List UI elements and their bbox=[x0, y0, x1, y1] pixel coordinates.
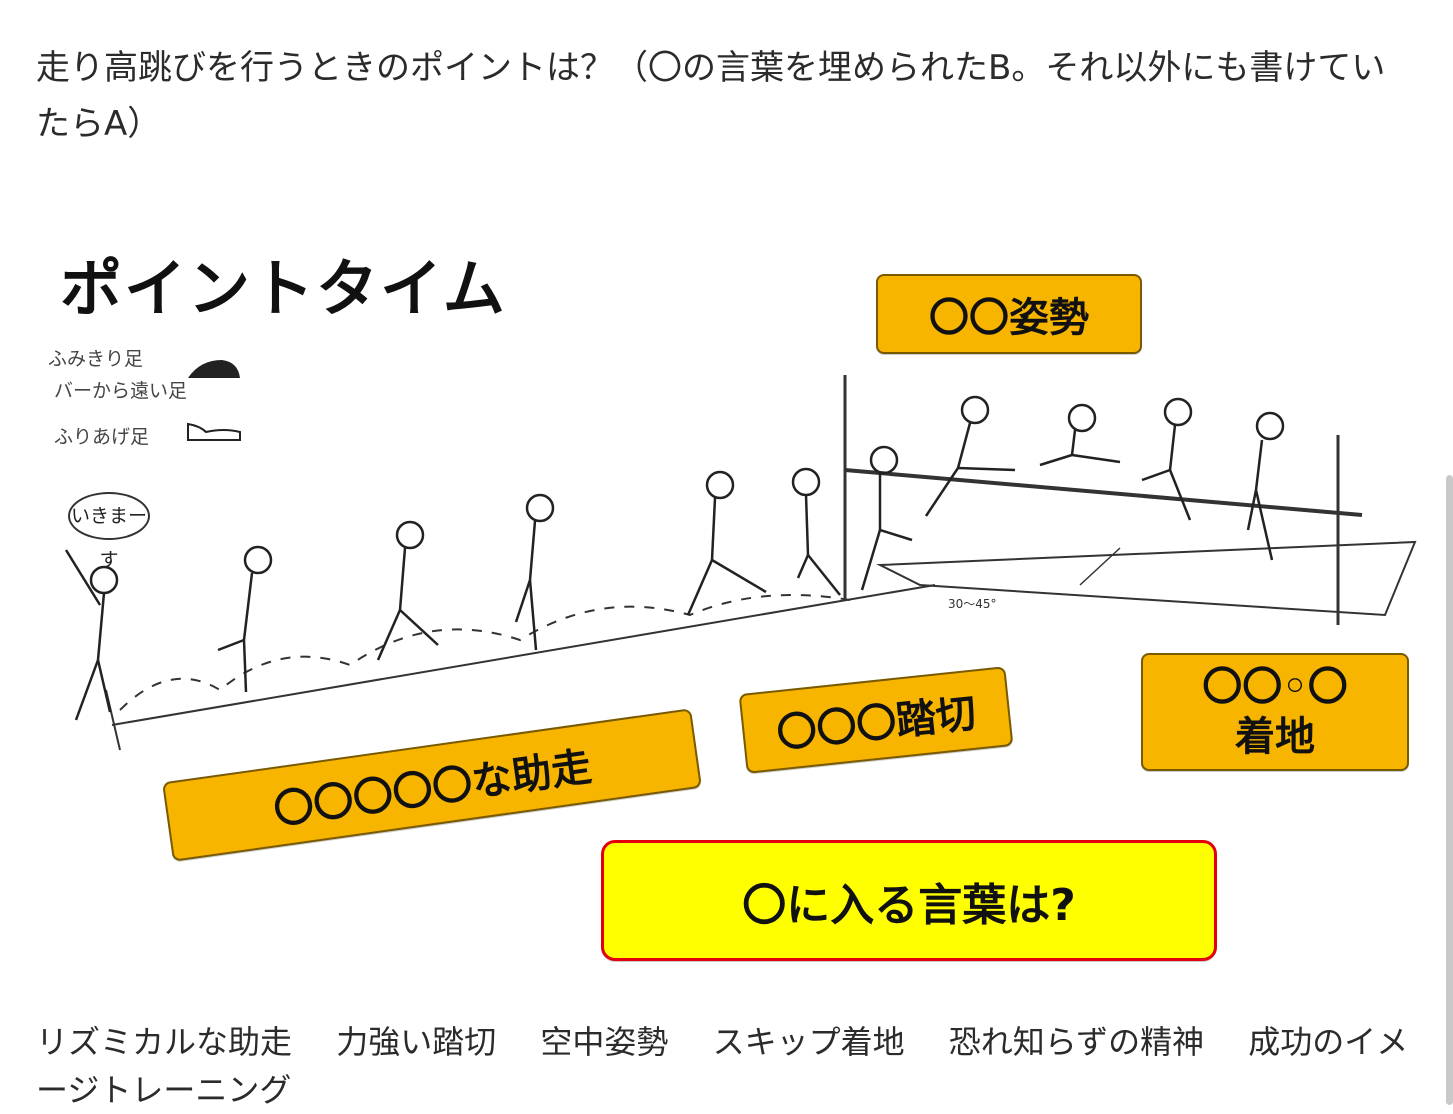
answer-item: リズミカルな助走 bbox=[36, 1023, 293, 1061]
landing-mat bbox=[876, 540, 1417, 617]
answer-item: 力強い踏切 bbox=[336, 1023, 497, 1061]
angle-note: 30～45° bbox=[948, 597, 997, 611]
run-path bbox=[119, 594, 851, 711]
answer-item: 空中姿勢 bbox=[540, 1023, 669, 1061]
air-posture-box: 〇〇姿勢 bbox=[876, 274, 1142, 354]
runner-figures bbox=[64, 395, 1285, 721]
prompt-box: 〇に入る言葉は? bbox=[601, 840, 1217, 961]
answer-list: リズミカルな助走 力強い踏切 空中姿勢 スキップ着地 恐れ知らずの精神 成功のイ… bbox=[36, 1018, 1426, 1114]
high-jump-bar bbox=[844, 468, 1363, 517]
answer-item: スキップ着地 bbox=[712, 1023, 905, 1061]
legend-takeoff-foot: ふみきり足 bbox=[48, 348, 144, 370]
runway-line bbox=[111, 584, 936, 726]
figure-title: ポイントタイム bbox=[60, 252, 507, 325]
question-text: 走り高跳びを行うときのポイントは？（〇の言葉を埋められたB。それ以外にも書けてい… bbox=[36, 48, 1386, 144]
answer-item: 成功のイメージトレーニング bbox=[36, 1023, 1409, 1109]
light-shoe-icon bbox=[187, 422, 241, 441]
speech-bubble: いきまーす bbox=[68, 492, 150, 571]
scrollbar[interactable] bbox=[1446, 475, 1453, 1105]
answer-item: 恐れ知らずの精神 bbox=[948, 1023, 1205, 1061]
landing-box: 〇〇◦〇 着地 bbox=[1141, 653, 1409, 771]
dark-shoe-icon bbox=[188, 360, 240, 378]
legend-takeoff-foot-sub: バーから遠い足 bbox=[54, 380, 188, 402]
legend-swing-foot: ふりあげ足 bbox=[54, 426, 150, 448]
